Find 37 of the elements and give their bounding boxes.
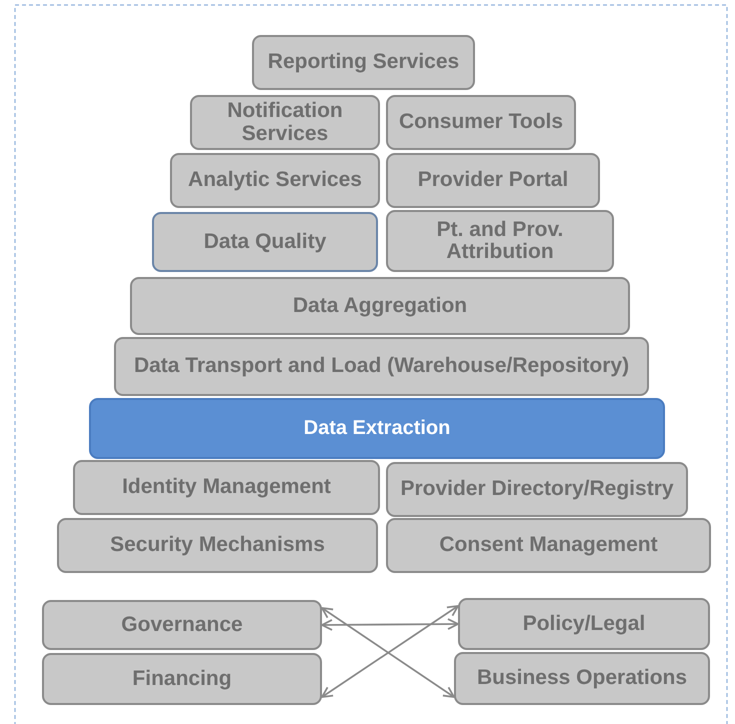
layer-label: Data Quality — [204, 230, 326, 254]
layer-box — [152, 212, 378, 272]
layer-box — [89, 398, 665, 459]
layer-label: Provider Directory/Registry — [400, 478, 674, 501]
layer-box — [57, 518, 378, 573]
layer-label: Policy/Legal — [522, 612, 646, 636]
layer-label: Notification Services — [226, 100, 344, 145]
double-arrow — [321, 618, 459, 631]
layer-box — [170, 153, 380, 208]
layer-label: Governance — [121, 614, 243, 636]
layer-box — [252, 35, 475, 90]
layer-label: Data Aggregation — [292, 294, 468, 318]
layer-box — [386, 462, 688, 517]
layer-label: Reporting Services — [268, 51, 460, 74]
layer-label: Financing — [132, 668, 232, 690]
layer-label: Data Transport and Load (Warehouse/Repository) — [134, 355, 630, 378]
layer-box — [454, 652, 710, 705]
layer-box — [386, 153, 600, 208]
layer-box — [386, 518, 711, 573]
layer-label: Business Operations — [476, 667, 688, 690]
layer-box — [73, 460, 380, 515]
layer-label: Provider Portal — [418, 169, 568, 192]
layer-box — [190, 95, 380, 150]
layer-box — [130, 277, 630, 335]
layer-box — [42, 653, 322, 705]
layer-label: Consent Management — [439, 534, 658, 557]
layer-box — [386, 95, 576, 150]
layer-label: Security Mechanisms — [110, 534, 325, 557]
layer-box — [386, 210, 614, 272]
layer-box — [458, 598, 710, 650]
layer-box — [42, 600, 322, 650]
layer-label: Data Extraction — [304, 418, 450, 439]
layer-box — [114, 337, 649, 396]
layer-label: Pt. and Prov. Attribution — [436, 218, 564, 264]
layer-label: Consumer Tools — [398, 111, 564, 134]
layer-label: Identity Management — [122, 476, 331, 499]
layer-label: Analytic Services — [188, 169, 362, 192]
